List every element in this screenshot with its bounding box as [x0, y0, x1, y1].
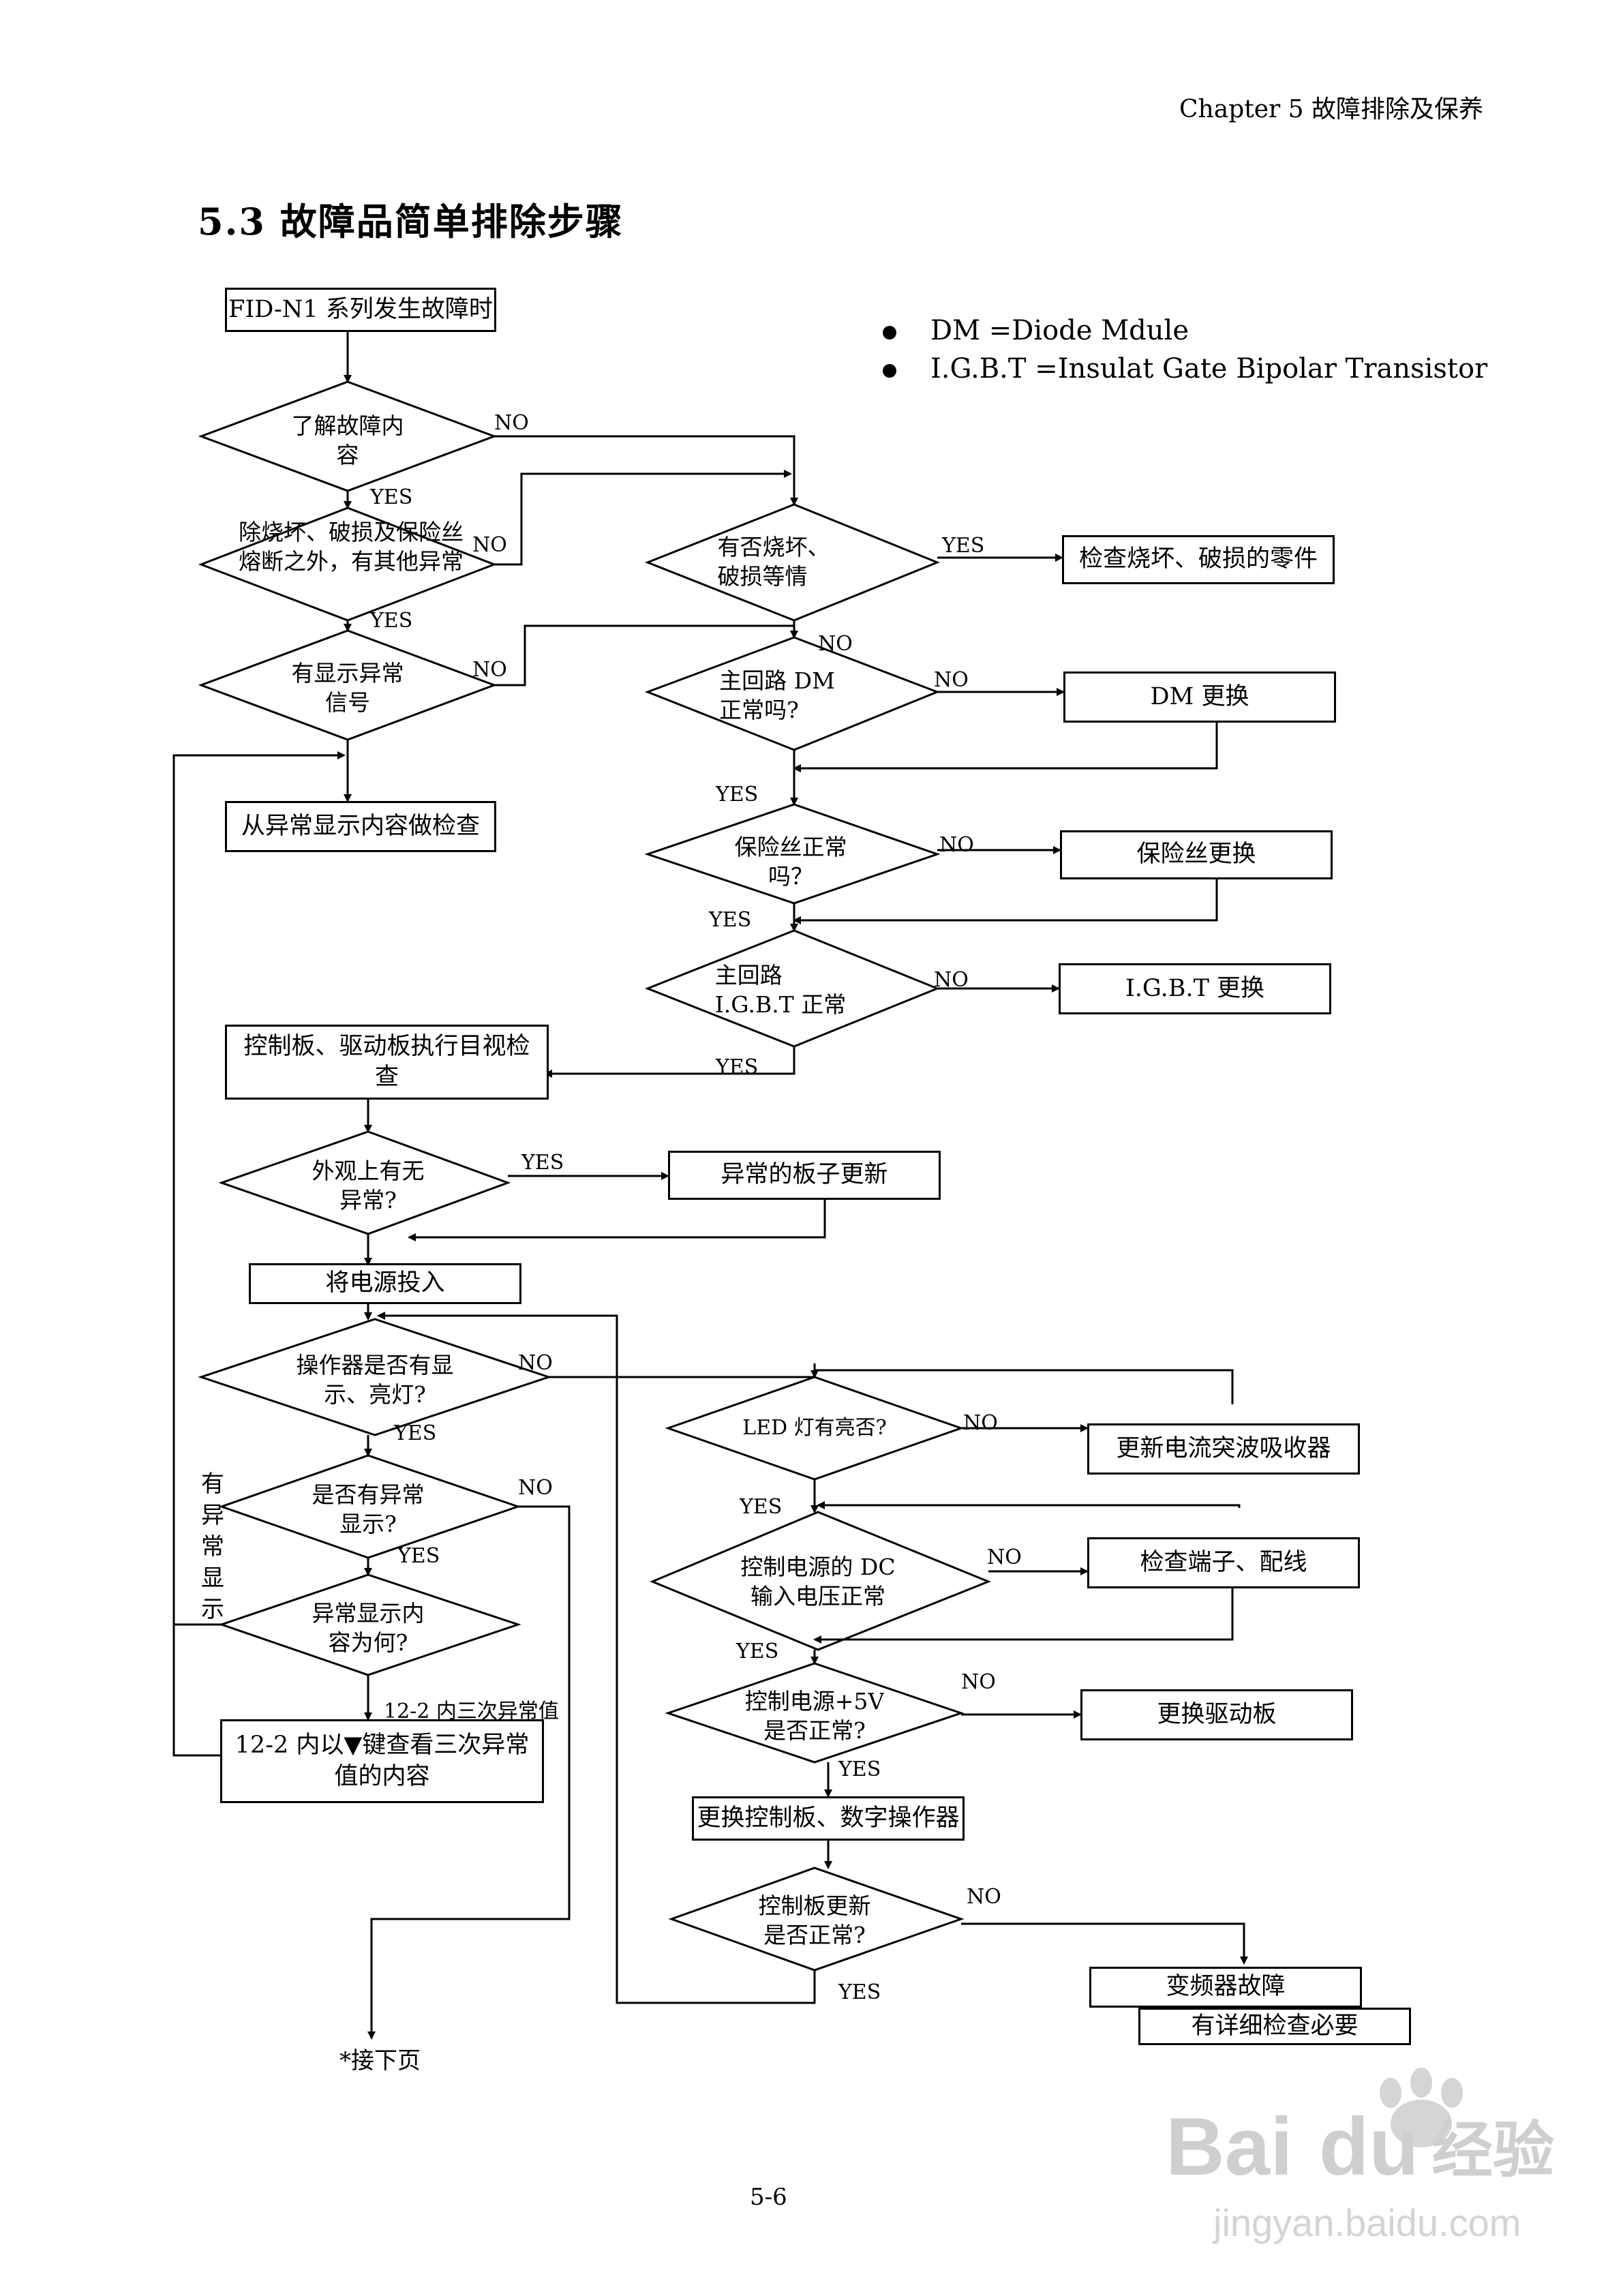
- label-yes: YES: [838, 1980, 881, 2004]
- label-12-2-note: 12-2 内三次异常值: [384, 1700, 559, 1723]
- label-no: NO: [963, 1411, 998, 1435]
- box-12-2-check: 12-2 内以▼键查看三次异常 值的内容: [220, 1719, 544, 1803]
- label-yes: YES: [709, 908, 752, 932]
- svg-text:经验: 经验: [1431, 2115, 1554, 2186]
- label-yes: YES: [370, 485, 413, 509]
- label-yes: YES: [716, 783, 759, 806]
- label-no: NO: [494, 411, 529, 435]
- box-replace-surge-absorber: 更新电流突波吸收器: [1087, 1423, 1360, 1475]
- box-inverter-fault: 变频器故障: [1089, 1967, 1362, 2008]
- label-yes: YES: [838, 1757, 881, 1781]
- label-yes: YES: [394, 1421, 437, 1445]
- note-igbt: I.G.B.T =Insulat Gate Bipolar Transistor: [883, 353, 1487, 384]
- label-yes: YES: [370, 609, 413, 633]
- label-vertical-abnormal-display: 有异常显示: [201, 1470, 224, 1623]
- label-no: NO: [472, 658, 507, 682]
- label-no: NO: [934, 968, 969, 992]
- label-no: NO: [518, 1351, 553, 1375]
- diamond-d9: [198, 1318, 552, 1436]
- label-no: NO: [987, 1545, 1022, 1569]
- svg-text:jingyan.baidu.com: jingyan.baidu.com: [1212, 2201, 1521, 2244]
- label-no: NO: [961, 1670, 996, 1694]
- box-check-burnt-parts: 检查烧坏、破损的零件: [1062, 535, 1335, 584]
- svg-text:du: du: [1319, 2101, 1419, 2192]
- diamond-d15-text: 控制板更新 是否正常?: [758, 1892, 871, 1948]
- chapter-header: Chapter 5 故障排除及保养: [1179, 95, 1484, 123]
- box-check-terminal-wiring: 检查端子、配线: [1087, 1537, 1360, 1588]
- diamond-d14-text: 控制电源+5V 是否正常?: [744, 1688, 885, 1744]
- box-igbt-replace: I.G.B.T 更换: [1059, 963, 1331, 1014]
- label-no: NO: [967, 1885, 1001, 1909]
- box-fault-detail-check: 有详细检查必要: [1138, 2008, 1411, 2045]
- box-dm-replace: DM 更换: [1063, 671, 1336, 723]
- box-check-abnormal-display: 从异常显示内容做检查: [225, 801, 496, 852]
- baidu-jingyan-watermark: Bai du 经验 jingyan.baidu.com: [1166, 2068, 1554, 2244]
- label-yes: YES: [397, 1544, 440, 1568]
- box-visual-inspection: 控制板、驱动板执行目视检 查: [225, 1025, 549, 1100]
- box-fuse-replace: 保险丝更换: [1060, 830, 1333, 879]
- box-power-on: 将电源投入: [249, 1263, 521, 1304]
- diamond-d1-text: 了解故障内 容: [291, 412, 404, 468]
- label-no: NO: [934, 668, 969, 692]
- box-start: FID-N1 系列发生故障时: [225, 288, 496, 332]
- label-yes: YES: [716, 1055, 759, 1079]
- next-page-note: *接下页: [339, 2047, 421, 2074]
- page-number: 5-6: [750, 2184, 787, 2211]
- label-no: NO: [518, 1476, 553, 1500]
- label-no: NO: [939, 833, 974, 857]
- svg-text:Bai: Bai: [1166, 2101, 1293, 2192]
- diamond-d14: [665, 1662, 965, 1764]
- label-no: NO: [818, 632, 853, 656]
- label-yes: YES: [736, 1640, 779, 1663]
- diamond-d9-text: 操作器是否有显 示、亮灯?: [296, 1352, 454, 1408]
- box-replace-control-board: 更换控制板、数字操作器: [692, 1796, 965, 1841]
- section-title: 5.3 故障品简单排除步骤: [198, 200, 624, 243]
- diamond-d5-text: 主回路 DM 正常吗?: [719, 667, 835, 723]
- label-yes: YES: [942, 534, 985, 558]
- label-no: NO: [472, 533, 507, 557]
- diamond-d3-text: 有显示异常 信号: [291, 660, 404, 716]
- diamond-d13: [650, 1511, 992, 1651]
- diamond-d12-text: LED 灯有亮否?: [742, 1416, 887, 1440]
- diamond-d4-text: 有否烧坏、 破损等情: [717, 534, 830, 590]
- diamond-d10-text: 是否有异常 显示?: [312, 1481, 425, 1537]
- label-yes: YES: [521, 1151, 564, 1175]
- diamond-d6-text: 保险丝正常 吗？: [734, 834, 847, 890]
- diamond-d13-text: 控制电源的 DC 输入电压正常: [740, 1554, 896, 1610]
- box-replace-abnormal-board: 异常的板子更新: [668, 1151, 941, 1200]
- diamond-d2-text: 除烧坏、破损及保险丝 熔断之外，有其他异常: [239, 519, 464, 575]
- note-dm: DM =Diode Mdule: [883, 315, 1189, 346]
- diamond-d8-text: 外观上有无 异常?: [312, 1158, 425, 1213]
- diamond-d11-text: 异常显示内 容为何?: [312, 1600, 425, 1656]
- label-yes: YES: [740, 1495, 783, 1519]
- diamond-d7-text: 主回路 I.G.B.T 正常: [714, 962, 847, 1018]
- box-replace-driver-board: 更换驱动板: [1080, 1689, 1353, 1740]
